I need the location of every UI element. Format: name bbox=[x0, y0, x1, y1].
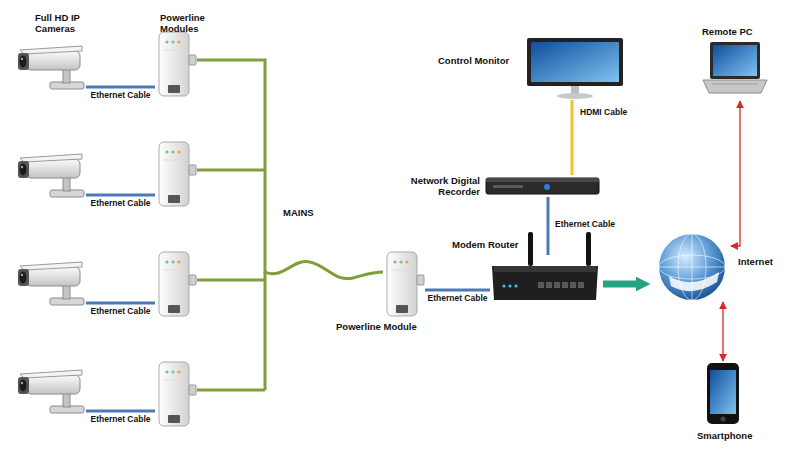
mains-wire bbox=[197, 170, 265, 390]
powerline-module bbox=[159, 142, 196, 206]
ethernet-cable bbox=[86, 86, 155, 89]
mains-wire bbox=[197, 60, 383, 279]
control-monitor: Control Monitor bbox=[525, 38, 625, 100]
modem-router: Modem Router bbox=[490, 255, 600, 300]
remote-link bbox=[722, 302, 723, 361]
remote-pc-icon bbox=[700, 40, 770, 100]
device-label: Remote PC bbox=[702, 27, 753, 38]
ip-camera bbox=[18, 154, 84, 197]
ip-camera bbox=[18, 262, 84, 305]
ethernet-cable bbox=[425, 289, 490, 292]
internet-globe: Internet bbox=[655, 232, 730, 302]
powerline-module bbox=[159, 362, 196, 426]
network-recorder-icon bbox=[485, 175, 600, 197]
cable-label: Ethernet Cable bbox=[555, 220, 615, 230]
device-label: Smartphone bbox=[697, 431, 752, 442]
cable-label: HDMI Cable bbox=[580, 108, 627, 118]
cable-label: Ethernet Cable bbox=[91, 199, 151, 209]
remote-pc: Remote PC bbox=[700, 40, 770, 100]
powerline-module: Powerline Module bbox=[383, 250, 425, 318]
network-recorder: Network Digital Recorder bbox=[485, 175, 600, 197]
smartphone-icon bbox=[705, 362, 741, 425]
cable-label: Ethernet Cable bbox=[91, 91, 151, 101]
internet-arrow bbox=[603, 281, 637, 288]
device-label: Powerline Modules bbox=[160, 13, 218, 35]
device-label: Internet bbox=[738, 257, 773, 268]
ip-camera bbox=[18, 370, 84, 413]
internet-globe-icon bbox=[655, 232, 730, 302]
ethernet-cable bbox=[547, 197, 550, 255]
ethernet-cable bbox=[86, 195, 155, 411]
cable-label: Ethernet Cable bbox=[91, 415, 151, 425]
device-label: Network Digital Recorder bbox=[390, 176, 480, 198]
powerline-module-icon bbox=[383, 250, 425, 318]
cable-label: Ethernet Cable bbox=[91, 307, 151, 317]
cable-label: Ethernet Cable bbox=[428, 294, 488, 304]
smartphone: Smartphone bbox=[705, 362, 741, 425]
powerline-module-icon bbox=[155, 30, 197, 98]
hdmi-cable bbox=[571, 100, 574, 175]
powerline-module: Powerline Modules bbox=[155, 30, 197, 98]
powerline-module bbox=[159, 252, 196, 316]
ip-camera-icon bbox=[14, 42, 86, 92]
remote-link bbox=[731, 101, 740, 246]
device-label: Full HD IP Cameras bbox=[35, 13, 93, 35]
wiring-label: MAINS bbox=[283, 208, 314, 219]
device-label: Powerline Module bbox=[336, 322, 417, 333]
control-monitor-icon bbox=[525, 38, 625, 100]
device-label: Control Monitor bbox=[438, 56, 509, 67]
ip-camera: Full HD IP Cameras bbox=[14, 42, 86, 92]
device-label: Modem Router bbox=[452, 240, 519, 251]
